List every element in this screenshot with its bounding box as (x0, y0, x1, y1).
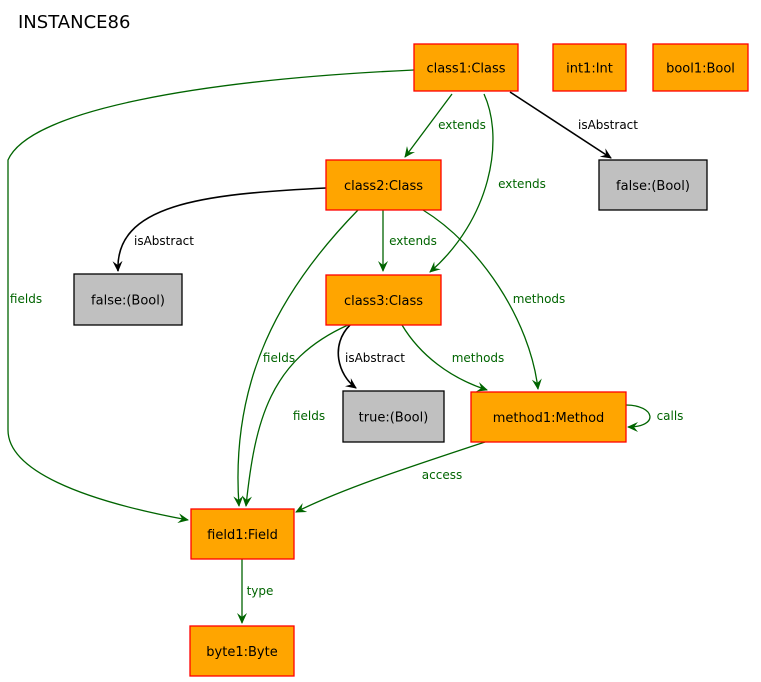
edge-class1-field1: fields (7, 69, 415, 524)
node-label: bool1:Bool (666, 62, 735, 77)
node-label: method1:Method (493, 411, 605, 426)
node-box (325, 274, 442, 326)
node-label: true:(Bool) (359, 411, 429, 426)
edge-label: calls (657, 409, 684, 423)
node-bool1: bool1:Bool (652, 43, 749, 92)
edge-label: fields (10, 292, 42, 306)
node-class2: class2:Class (325, 159, 442, 211)
node-label: class1:Class (426, 62, 505, 77)
node-box (325, 159, 442, 211)
edge-class3-true1: isAbstract (337, 324, 405, 389)
edge-label: extends (389, 234, 437, 248)
node-label: field1:Field (207, 528, 278, 543)
edge-label: methods (452, 351, 505, 365)
edge-line (401, 324, 488, 392)
node-box (342, 390, 445, 443)
edge-line (509, 91, 612, 159)
node-label: false:(Bool) (616, 179, 690, 194)
node-label: byte1:Byte (206, 645, 277, 660)
edge-line (295, 441, 486, 513)
edge-line (337, 324, 357, 389)
edge-class1-class2: extends (404, 93, 486, 158)
node-byte1: byte1:Byte (189, 625, 295, 677)
edge-class2-method1: methods (422, 209, 566, 390)
edge-line (625, 404, 651, 432)
edge-label: isAbstract (578, 118, 638, 132)
node-method1: method1:Method (470, 391, 627, 443)
edge-field1-byte1: type (237, 559, 274, 624)
edge-label: access (422, 468, 462, 482)
node-class3: class3:Class (325, 274, 442, 326)
edge-method1-method1: calls (625, 404, 684, 432)
node-false1: false:(Bool) (598, 159, 708, 211)
node-box (470, 391, 627, 443)
node-field1: field1:Field (190, 508, 295, 560)
node-box (190, 508, 295, 560)
edge-line (242, 324, 349, 507)
node-false2: false:(Bool) (73, 273, 183, 326)
edge-label: isAbstract (134, 234, 194, 248)
node-label: class3:Class (344, 294, 423, 309)
edge-class3-field1: fields (242, 324, 349, 507)
node-box (413, 43, 519, 92)
edge-line (404, 93, 453, 158)
edge-method1-field1: access (295, 441, 486, 513)
node-box (598, 159, 708, 211)
node-box (552, 43, 627, 92)
edge-line (112, 187, 327, 272)
node-box (73, 273, 183, 326)
node-box (189, 625, 295, 677)
edge-label: methods (513, 292, 566, 306)
edge-label: isAbstract (345, 351, 405, 365)
edge-class1-false1: isAbstract (509, 91, 638, 159)
edge-label: extends (438, 118, 486, 132)
edge-class2-field1: fields (233, 209, 359, 507)
edge-line (429, 93, 494, 273)
edge-class3-method1: methods (401, 324, 505, 392)
edge-class2-false2: isAbstract (112, 187, 327, 272)
edge-line (7, 69, 415, 524)
node-box (652, 43, 749, 92)
edge-line (233, 209, 359, 507)
edge-label: fields (263, 351, 295, 365)
node-label: int1:Int (566, 62, 613, 77)
node-class1: class1:Class (413, 43, 519, 92)
edge-label: fields (293, 409, 325, 423)
node-label: false:(Bool) (91, 294, 165, 309)
edge-line (422, 209, 542, 390)
edge-class1-class3: extends (429, 93, 546, 273)
edge-label: type (247, 584, 274, 598)
node-true1: true:(Bool) (342, 390, 445, 443)
diagram-title: INSTANCE86 (18, 12, 131, 33)
node-label: class2:Class (344, 179, 423, 194)
node-int1: int1:Int (552, 43, 627, 92)
edge-class2-class3: extends (378, 210, 437, 272)
edge-label: extends (498, 177, 546, 191)
